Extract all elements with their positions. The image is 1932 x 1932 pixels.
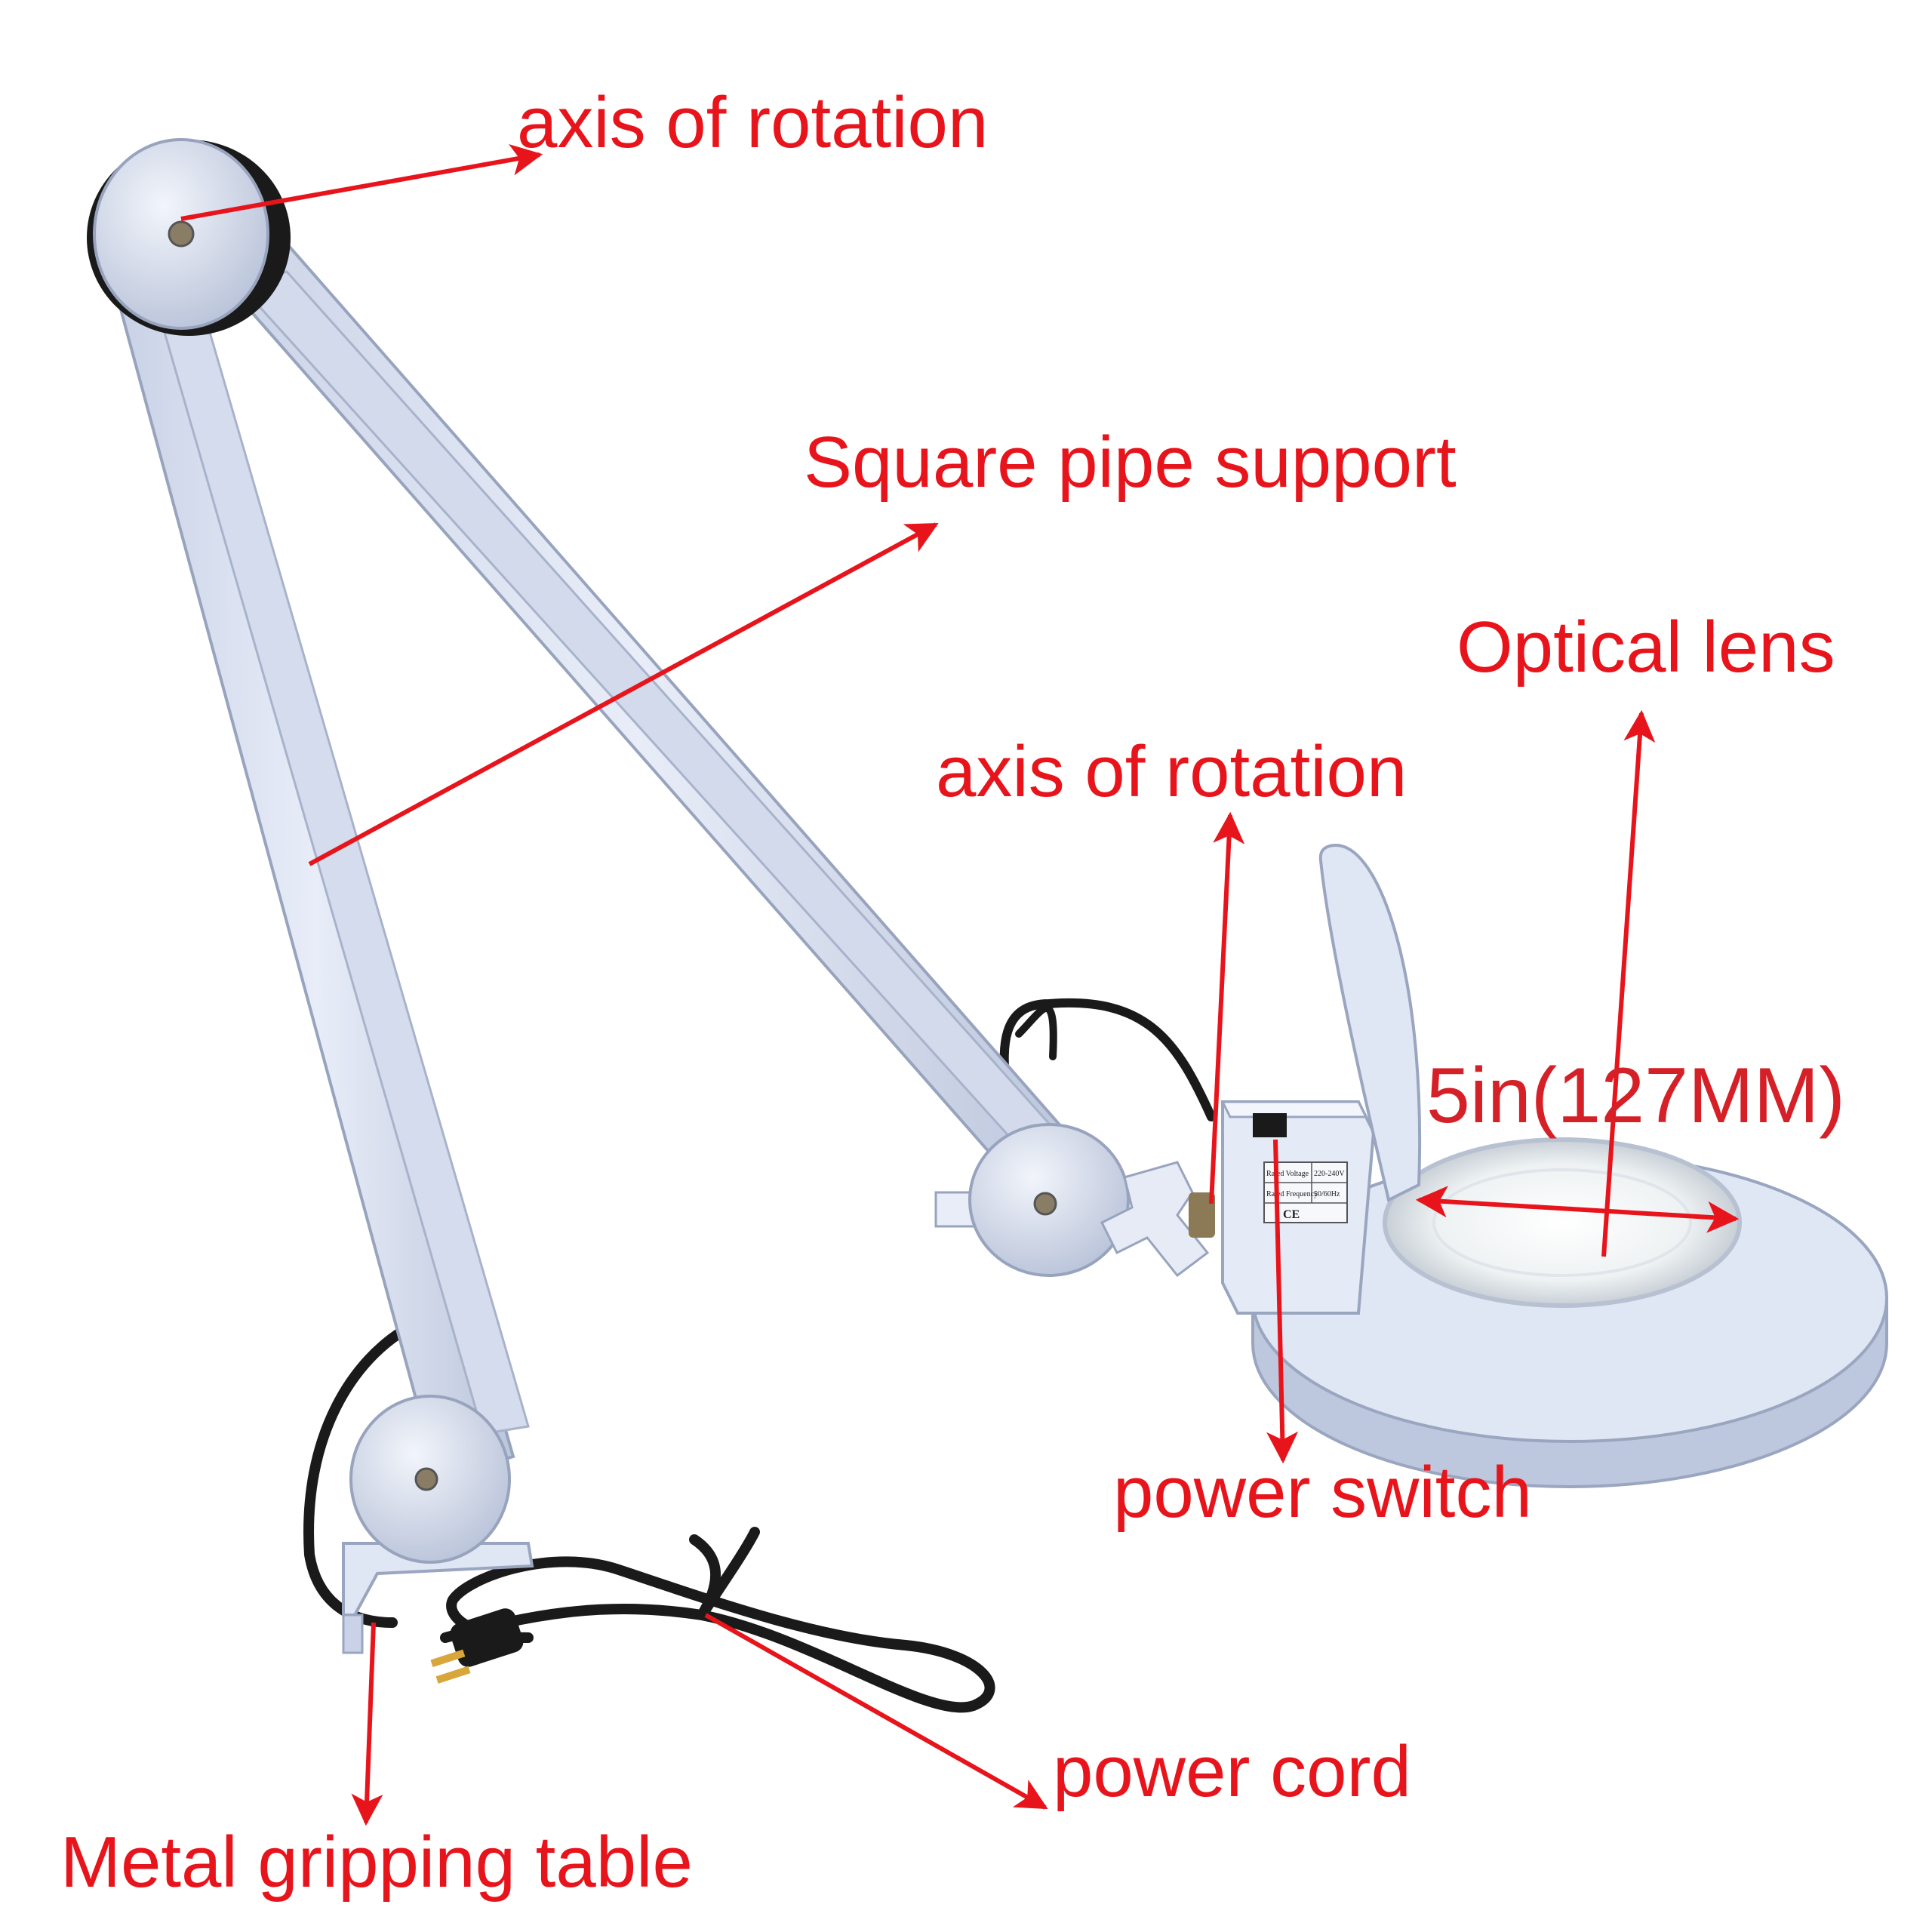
nameplate-voltage-value: 220-240V [1314, 1170, 1345, 1178]
arrow-icon [1601, 709, 1656, 1257]
power-switch [1253, 1113, 1287, 1137]
arrow-icon [1415, 1186, 1740, 1233]
label-axis-of-rotation-top: axis of rotation [517, 82, 989, 163]
label-lens-size: 5in(127MM) [1426, 1052, 1845, 1140]
ce-mark-icon: CE [1283, 1208, 1300, 1221]
top-joint [87, 138, 291, 336]
metal-clamp-base [342, 1542, 534, 1654]
label-metal-gripping-table: Metal gripping table [60, 1822, 693, 1903]
plug-icon [430, 1608, 524, 1684]
annotation-arrows [180, 143, 1740, 1826]
arrow-icon [308, 522, 939, 866]
nameplate-voltage-label: Rated Voltage [1266, 1170, 1309, 1178]
bottom-joint [349, 1395, 511, 1564]
optical-lens [1383, 1137, 1742, 1308]
arrow-icon [1209, 811, 1245, 1204]
nameplate-frequency-label: Rated Frequency [1266, 1190, 1318, 1198]
head-joint [934, 1123, 1215, 1278]
label-power-cord: power cord [1053, 1731, 1411, 1812]
arrow-icon [704, 1613, 1048, 1810]
label-power-switch: power switch [1113, 1452, 1532, 1533]
label-square-pipe-support: Square pipe support [804, 422, 1457, 503]
label-axis-of-rotation-head: axis of rotation [936, 731, 1407, 812]
label-optical-lens: Optical lens [1457, 607, 1835, 688]
arrow-icon [351, 1622, 383, 1826]
arrow-icon [1266, 1139, 1299, 1464]
arrow-icon [180, 143, 543, 221]
nameplate-frequency-value: 50/60Hz [1314, 1190, 1340, 1198]
